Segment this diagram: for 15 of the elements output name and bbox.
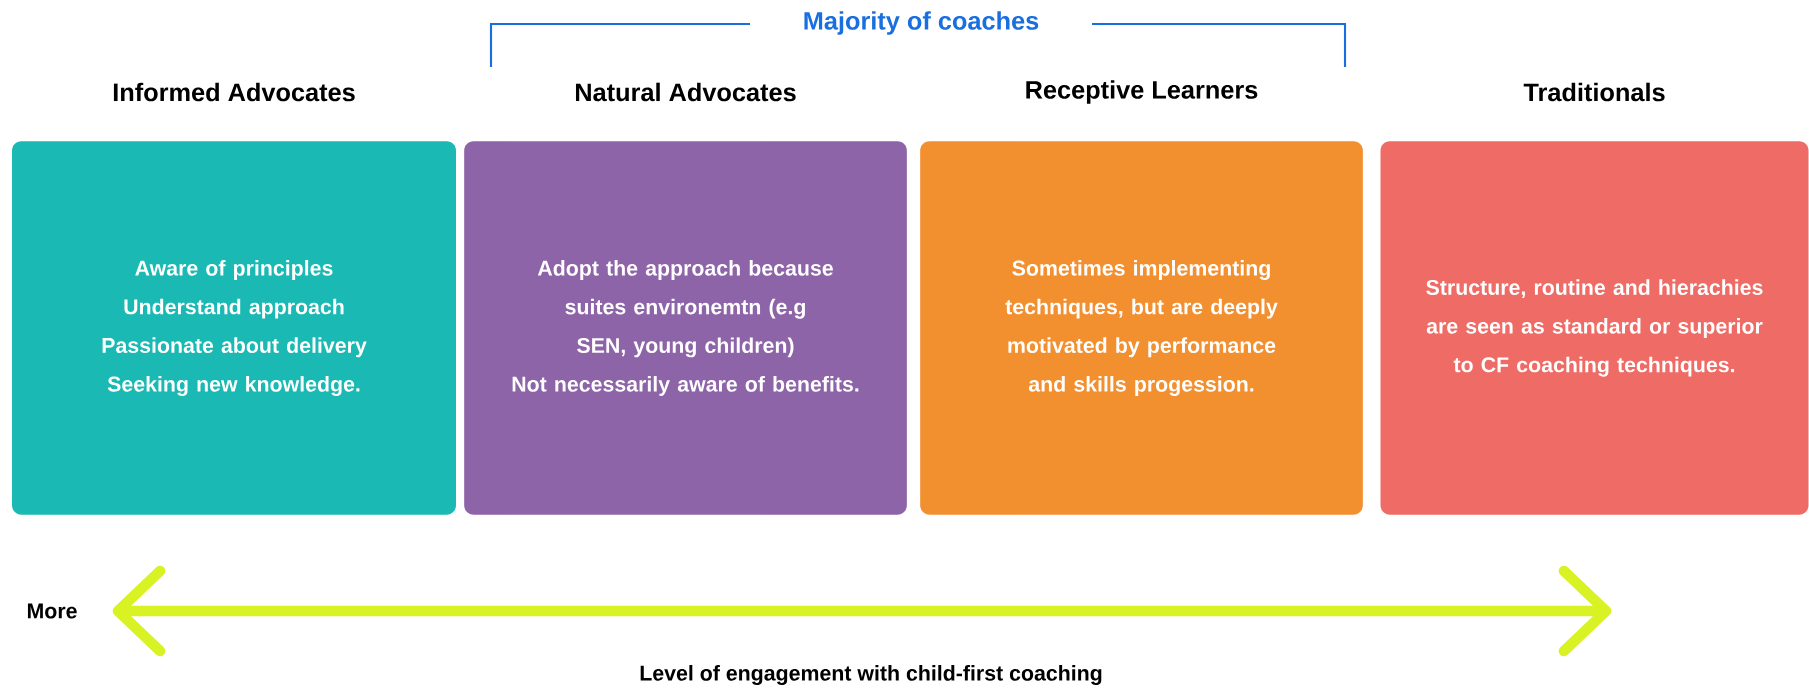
node-label: Understand approach — [124, 298, 344, 319]
card: Adopt the approach because suites environemtn (e.g SEN, young children) Not necessarily aware of benefits. — [464, 141, 907, 515]
node-label: Seeking new knowledge. — [107, 376, 360, 396]
node-label: Aware of principles — [135, 260, 333, 280]
column-heading: Natural Advocates — [576, 82, 796, 102]
axis-end-label: More — [27, 603, 77, 619]
card: Sometimes implementing techniques, but are deeply motivated by performance and skills progession. — [920, 141, 1363, 515]
column-heading: Receptive Learners — [1026, 80, 1258, 104]
axis-title: Level of engagement with child-first coaching — [640, 665, 1102, 685]
node-label: Passionate about delivery — [102, 337, 367, 358]
column-heading: Traditionals — [1523, 82, 1665, 102]
bracket-label: Majority of coaches — [804, 11, 1039, 35]
column-heading: Informed Advocates — [113, 82, 355, 102]
card: Aware of principles Understand approach Passionate about delivery Seeking new knowledge. — [12, 141, 456, 515]
card: Structure, routine and hierachies are seen as standard or superior to CF coaching techniques. — [1380, 141, 1809, 515]
